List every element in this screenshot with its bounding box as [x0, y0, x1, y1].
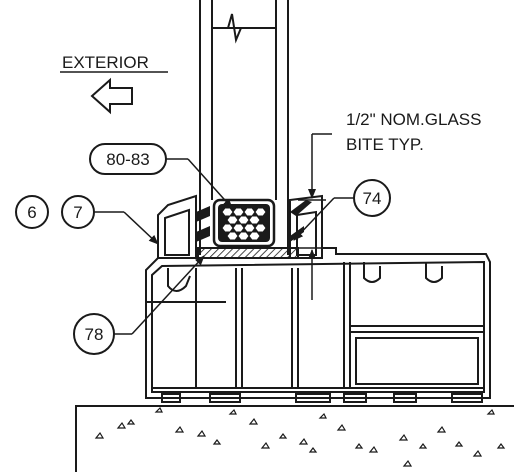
callout-78: 78	[73, 255, 205, 355]
setting-block	[197, 247, 299, 259]
callout-74-text: 74	[363, 189, 382, 208]
callout-6-text: 6	[27, 203, 36, 222]
glass-bite-label-line2: BITE TYP.	[346, 135, 424, 154]
glass-bite-label-line1: 1/2" NOM.GLASS	[346, 110, 481, 129]
concrete-substrate	[75, 405, 514, 472]
spacer-desiccant	[212, 198, 276, 248]
callout-6-7: 6 7	[15, 195, 159, 245]
callout-78-text: 78	[85, 325, 104, 344]
glass-bite-dimension	[298, 133, 332, 300]
callout-74: 74	[293, 179, 391, 241]
break-line-icon	[227, 13, 242, 44]
callout-80-83: 80-83	[89, 143, 233, 209]
frame-extrusion	[145, 247, 491, 403]
callout-80-83-text: 80-83	[106, 150, 149, 169]
exterior-glazing-bead	[157, 194, 210, 258]
callout-7-text: 7	[73, 203, 82, 222]
exterior-arrow-icon	[90, 77, 133, 115]
exterior-label: EXTERIOR	[62, 53, 149, 72]
